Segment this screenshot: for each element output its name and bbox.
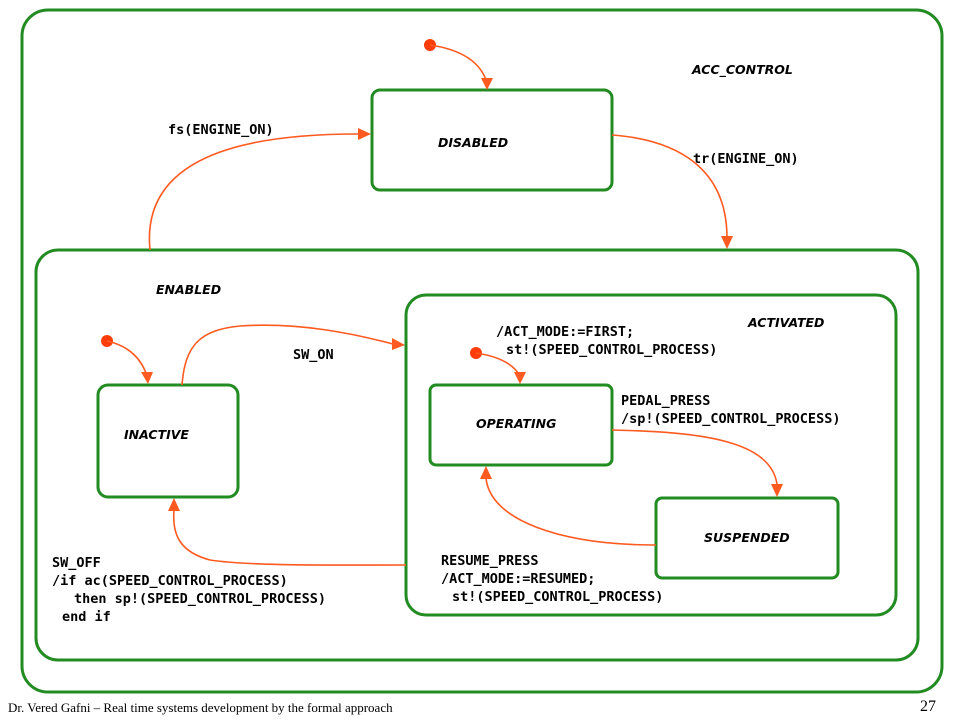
transition-pedal-press (611, 429, 778, 485)
state-operating (428, 383, 614, 467)
label-pedal-press-line-1: PEDAL_PRESS (621, 393, 710, 409)
label-sw-off-line-4: end if (62, 609, 111, 625)
transition-tr-engine-on (611, 134, 728, 237)
arrowhead-initial-operating (514, 372, 526, 384)
state-name-acc-control: ACC_CONTROL (691, 62, 793, 78)
transition-sw-off (172, 509, 407, 566)
arrowhead-sw-off (168, 498, 180, 511)
arrowhead-sw-on (392, 338, 405, 350)
arrowhead-resume-press (480, 466, 492, 479)
transition-sw-on (181, 324, 394, 386)
arrowhead-pedal-press (771, 484, 783, 497)
state-name-activated: ACTIVATED (747, 315, 824, 330)
arrowhead-initial-inactive (141, 372, 153, 384)
state-name-disabled: DISABLED (438, 135, 508, 150)
initial-transition-inactive (106, 340, 148, 377)
transition-fs-engine-on (148, 133, 359, 251)
arrowhead-tr-engine-on (721, 236, 733, 249)
label-pedal-press-line-2: /sp!(SPEED_CONTROL_PROCESS) (621, 411, 840, 427)
label-sw-on: SW_ON (293, 347, 334, 363)
transition-resume-press (485, 477, 657, 546)
label-sw-off-line-2: /if ac(SPEED_CONTROL_PROCESS) (52, 573, 288, 589)
state-name-inactive: INACTIVE (124, 427, 189, 442)
label-resume-press-line-1: RESUME_PRESS (441, 553, 539, 569)
state-suspended (654, 496, 840, 580)
state-disabled (370, 88, 614, 192)
label-activated-entry-line-1: /ACT_MODE:=FIRST; (496, 324, 634, 340)
label-sw-off-line-1: SW_OFF (52, 555, 101, 571)
arrowhead-initial-disabled (481, 78, 493, 90)
state-inactive (96, 383, 240, 499)
page-number: 27 (920, 698, 936, 715)
label-sw-off-line-3: then sp!(SPEED_CONTROL_PROCESS) (74, 591, 326, 607)
label-tr-engine-on: tr(ENGINE_ON) (693, 151, 799, 167)
initial-transition-disabled (429, 44, 488, 84)
arrowhead-fs-engine-on (358, 128, 371, 140)
state-name-enabled: ENABLED (156, 282, 221, 297)
label-activated-entry-line-2: st!(SPEED_CONTROL_PROCESS) (506, 342, 717, 358)
label-fs-engine-on: fs(ENGINE_ON) (168, 122, 274, 138)
label-resume-press-line-3: st!(SPEED_CONTROL_PROCESS) (452, 589, 663, 605)
state-name-operating: OPERATING (476, 416, 556, 431)
label-resume-press-line-2: /ACT_MODE:=RESUMED; (441, 571, 595, 587)
state-name-suspended: SUSPENDED (704, 530, 790, 545)
footer-credit: Dr. Vered Gafni – Real time systems deve… (8, 700, 393, 715)
